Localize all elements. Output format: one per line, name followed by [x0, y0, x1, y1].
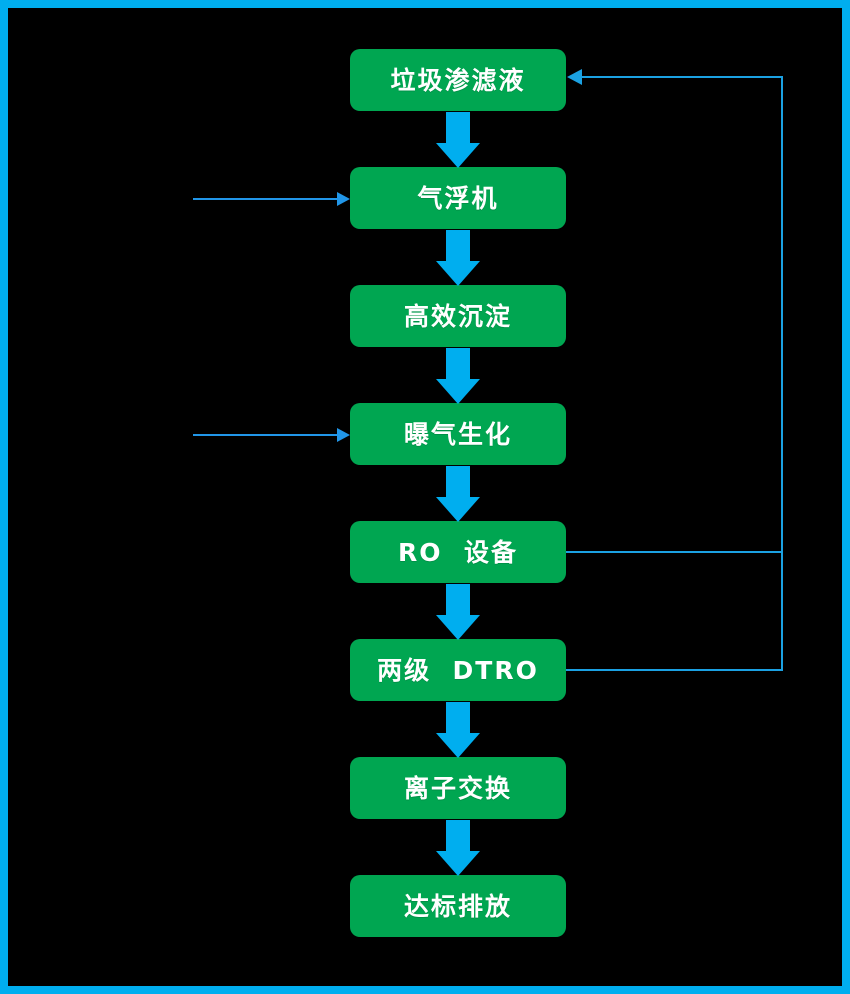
- node-leachate-label: 垃圾渗滤液: [390, 65, 526, 95]
- flow-arrow-settling-to-aeration-icon: [436, 348, 480, 404]
- return-line-top-horizontal: [580, 76, 783, 78]
- flow-arrow-dtro-to-ion-icon: [436, 702, 480, 758]
- flow-arrow-leachate-to-flotation-icon: [436, 112, 480, 168]
- node-flotation[interactable]: 气浮机: [350, 167, 566, 229]
- return-arrowhead-leachate-icon: [567, 69, 582, 85]
- frame-left-border: [0, 0, 8, 994]
- flow-arrow-aeration-to-ro-icon: [436, 466, 480, 522]
- return-line-ro-horizontal: [566, 551, 783, 553]
- node-leachate[interactable]: 垃圾渗滤液: [350, 49, 566, 111]
- return-line-vertical-riser: [781, 76, 783, 671]
- return-line-dtro-horizontal: [566, 669, 783, 671]
- flow-arrow-ion-to-discharge-icon: [436, 820, 480, 876]
- node-dtro[interactable]: 两级 DTRO: [350, 639, 566, 701]
- node-ion-exchange[interactable]: 离子交换: [350, 757, 566, 819]
- node-settling-label: 高效沉淀: [403, 301, 512, 331]
- node-dtro-label: 两级 DTRO: [377, 655, 539, 685]
- input-arrow-aeration-icon: [193, 428, 350, 442]
- node-settling[interactable]: 高效沉淀: [350, 285, 566, 347]
- node-aeration[interactable]: 曝气生化: [350, 403, 566, 465]
- node-discharge[interactable]: 达标排放: [350, 875, 566, 937]
- node-discharge-label: 达标排放: [403, 891, 512, 921]
- node-flotation-label: 气浮机: [417, 183, 499, 213]
- input-arrow-flotation-icon: [193, 192, 350, 206]
- node-ro-label: RO 设备: [398, 537, 518, 567]
- node-ion-exchange-label: 离子交换: [403, 773, 512, 803]
- frame-top-border: [0, 0, 850, 8]
- node-aeration-label: 曝气生化: [403, 419, 512, 449]
- node-ro[interactable]: RO 设备: [350, 521, 566, 583]
- frame-bottom-border: [0, 986, 850, 994]
- flow-arrow-flotation-to-settling-icon: [436, 230, 480, 286]
- frame-right-border: [842, 0, 850, 994]
- flow-arrow-ro-to-dtro-icon: [436, 584, 480, 640]
